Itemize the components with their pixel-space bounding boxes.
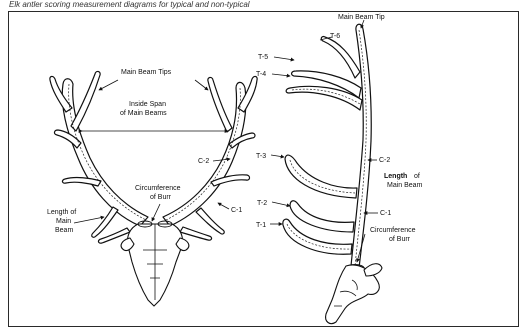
circumference-leader-left [152,204,160,221]
left-tine-top-b [71,71,100,131]
right-tine-brow-low [180,227,212,240]
main-beam-tips-leader-left [99,80,118,90]
t4-leader [272,74,290,76]
label-length-right-1: Length [384,173,407,180]
side-tine-t2 [290,201,354,232]
t2-leader [272,202,290,206]
label-length-1: Length of [47,209,76,216]
left-tine-bez [92,207,118,237]
t3-leader [271,155,284,157]
label-circumference-1: Circumference [135,185,181,192]
label-length-3: Beam [55,227,73,234]
left-antler-front-view: Main Beam Tips Inside Span of Main Beams… [47,69,257,306]
label-inside-span-1: Inside Span [129,101,166,108]
left-main-beam-right [163,82,246,226]
side-main-beam [351,24,371,268]
label-main-beam-tips: Main Beam Tips [121,69,172,76]
label-t5: T-5 [258,54,268,61]
side-tine-t6 [321,37,360,78]
label-c2-right: C-2 [379,157,390,164]
label-t1: T-1 [256,222,266,229]
label-circumference-right-2: of Burr [389,236,411,243]
label-c2-left: C-2 [198,158,209,165]
label-t2: T-2 [257,200,267,207]
length-leader-left [74,217,104,223]
right-tine-bez [196,208,224,234]
label-circumference-right-1: Circumference [370,227,416,234]
label-c1-right: C-1 [380,210,391,217]
side-tine-t3 [285,155,357,198]
label-t3: T-3 [256,153,266,160]
label-inside-span-2: of Main Beams [120,110,167,117]
label-c1-left: C-1 [231,207,242,214]
label-t4: T-4 [256,71,266,78]
t5-leader [274,57,294,60]
label-length-2: Main [56,218,71,225]
label-circumference-2: of Burr [150,194,172,201]
main-beam-tips-leader-right [195,80,208,90]
right-antler-side-view: Main Beam Tip T-6 T-5 T-4 T-3 T-2 T-1 C-… [256,14,423,324]
side-ear [364,264,382,276]
right-tine-top-b [208,77,232,132]
c1-leader-left [218,203,229,209]
label-length-right-3: Main Beam [387,182,423,189]
label-t6: T-6 [330,33,340,40]
label-main-beam-tip: Main Beam Tip [338,14,385,21]
label-length-right-2: of [414,173,420,180]
